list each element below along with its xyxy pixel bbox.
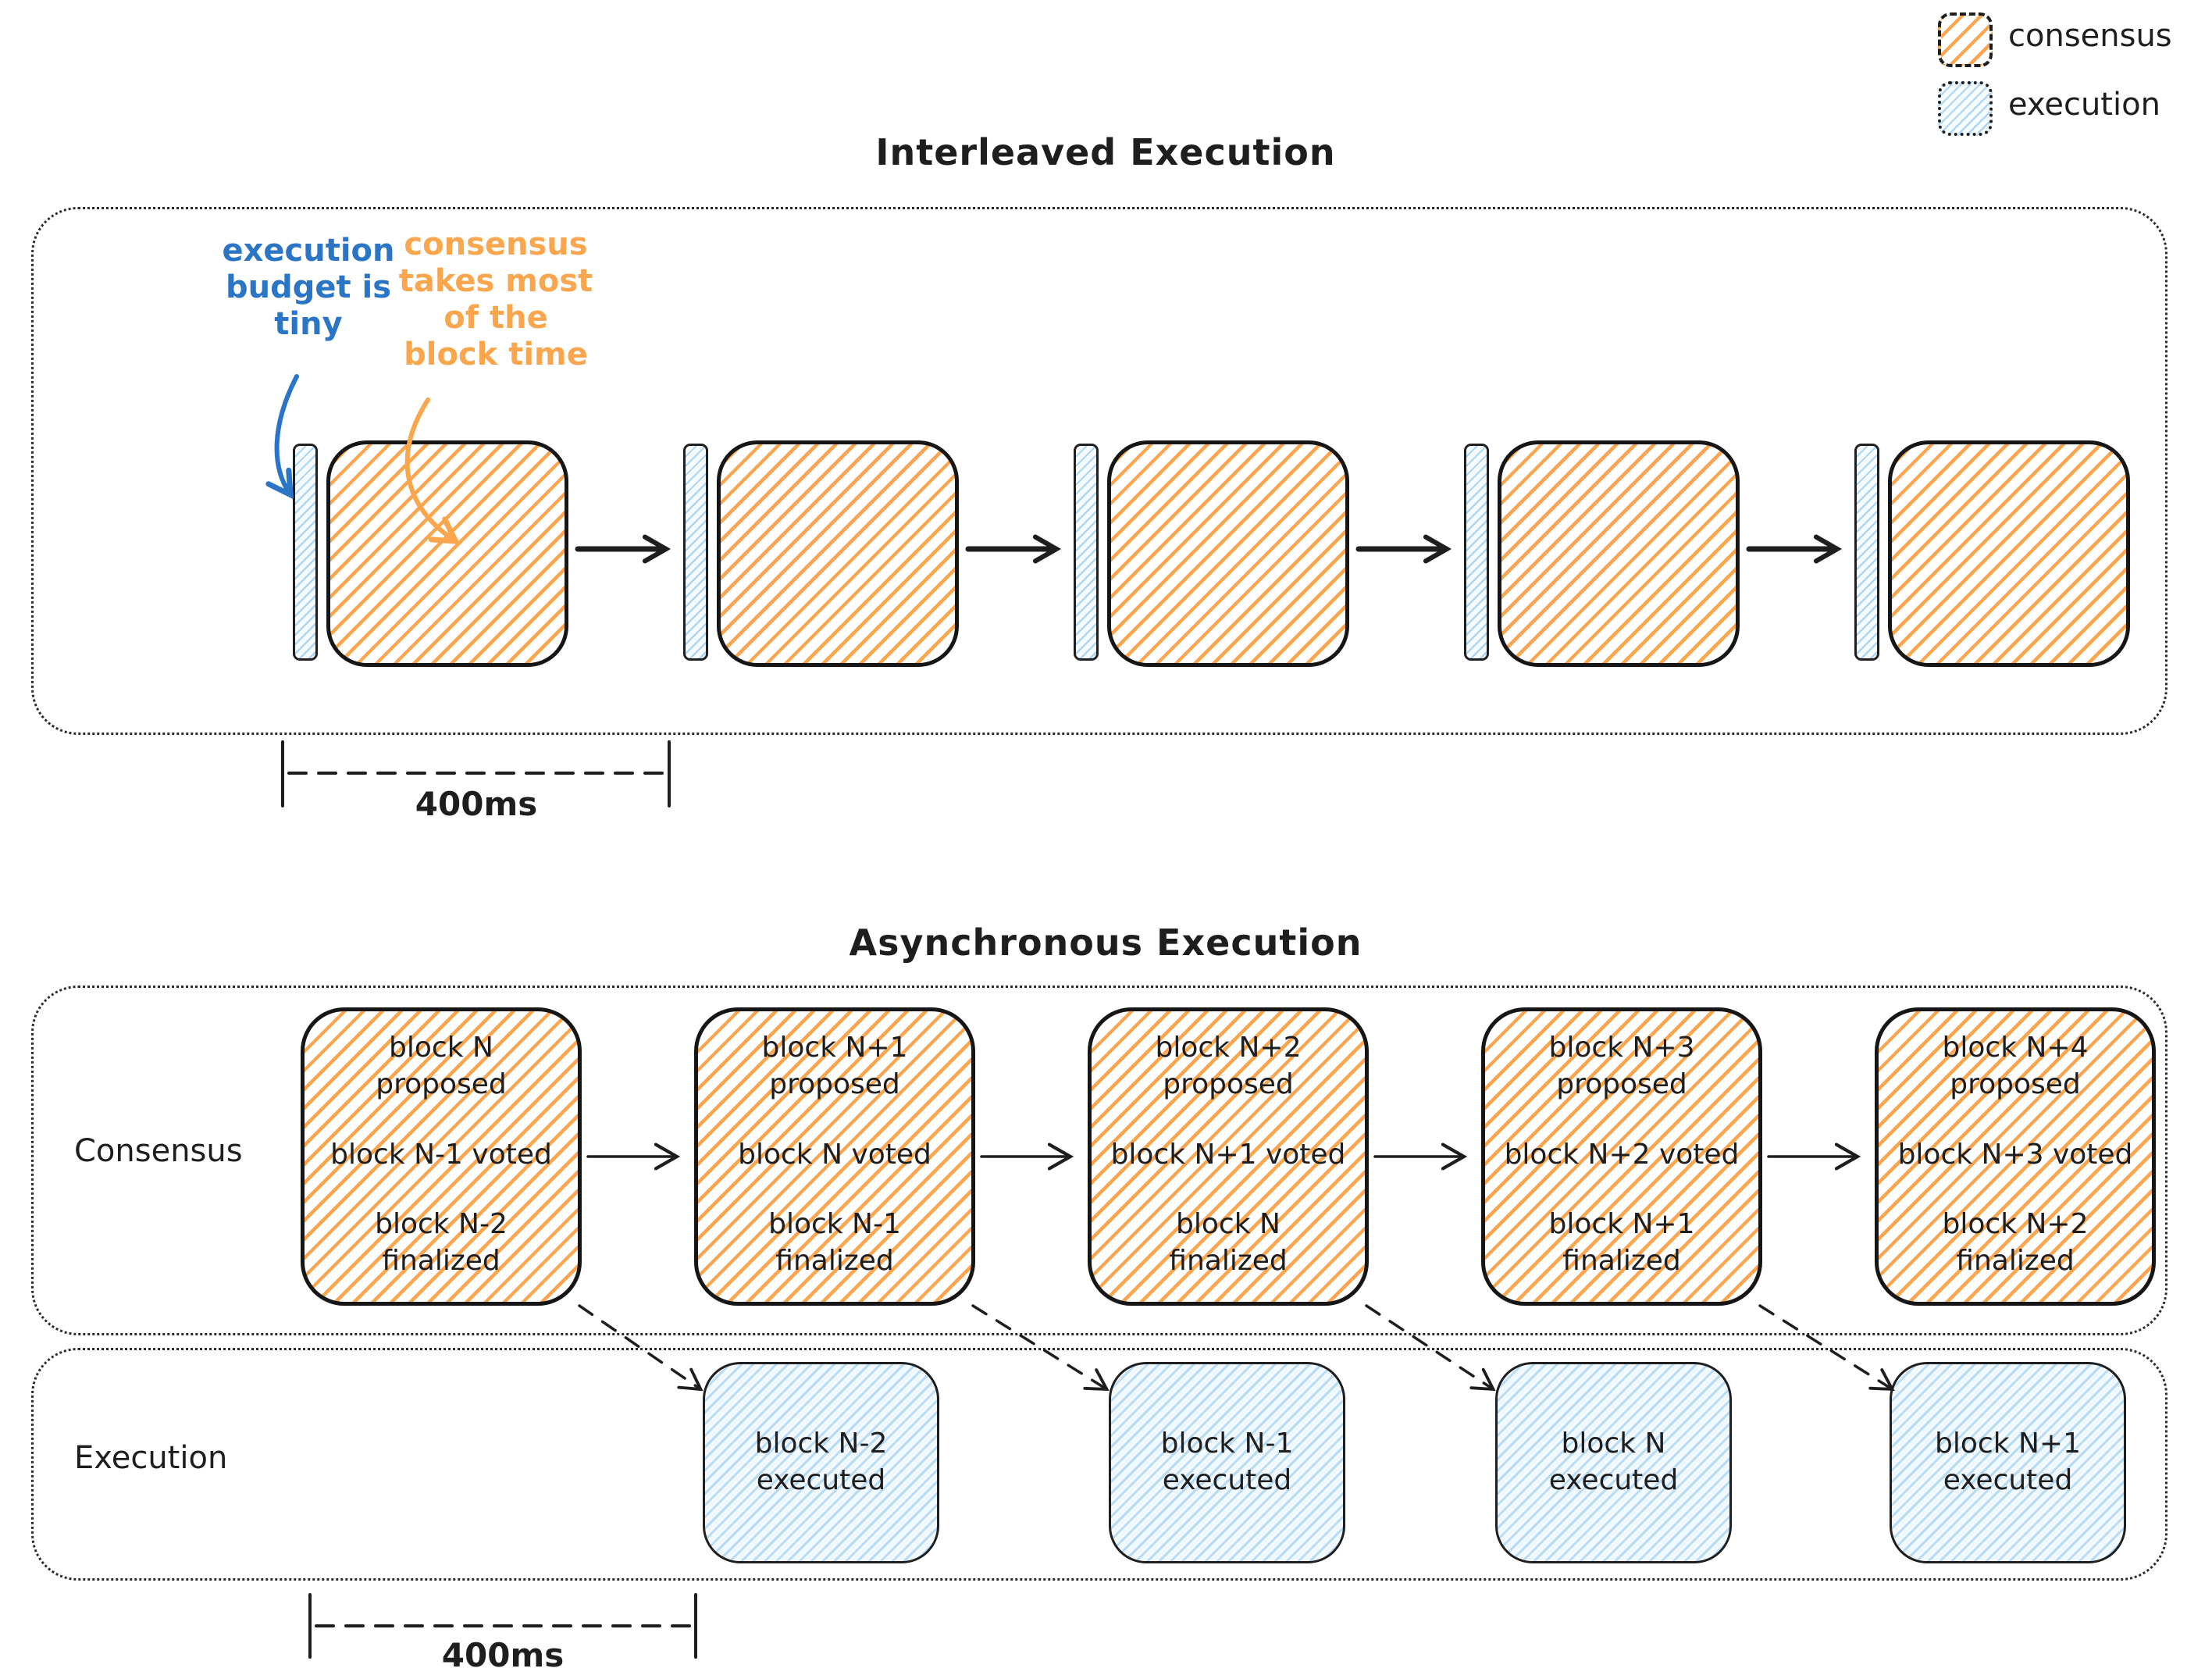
- consensus-block-n3: block N+3 proposed block N+2 voted block…: [1481, 1007, 1762, 1306]
- voted-text: block N voted: [738, 1138, 931, 1171]
- execution-slice-bar: [683, 444, 708, 661]
- execution-slice-bar: [1854, 444, 1879, 661]
- voted-text: block N-1 voted: [330, 1138, 552, 1171]
- interleaved-container: [31, 207, 2167, 735]
- consensus-block: [1888, 440, 2130, 667]
- execution-slice-bar: [1074, 444, 1099, 661]
- consensus-block-n1: block N+1 proposed block N voted block N…: [694, 1007, 975, 1306]
- proposed-text: block N+2 proposed: [1155, 1032, 1302, 1100]
- voted-text: block N+2 voted: [1504, 1138, 1740, 1171]
- finalized-text: block N finalized: [1169, 1208, 1288, 1278]
- execution-row-container: [31, 1348, 2167, 1581]
- proposed-text: block N+3 proposed: [1548, 1032, 1695, 1100]
- consensus-block: [717, 440, 959, 667]
- legend-consensus-swatch: [1938, 12, 1993, 67]
- voted-text: block N+1 voted: [1110, 1138, 1346, 1171]
- interleaved-measure-label: 400ms: [415, 785, 538, 823]
- executed-text: block N+1 executed: [1935, 1428, 2081, 1496]
- asynchronous-title: Asynchronous Execution: [849, 921, 1362, 964]
- consensus-block: [1498, 440, 1740, 667]
- execution-row-label: Execution: [74, 1440, 228, 1476]
- proposed-text: block N+4 proposed: [1942, 1032, 2089, 1100]
- executed-text: block N-2 executed: [754, 1428, 888, 1496]
- finalized-text: block N+2 finalized: [1942, 1208, 2089, 1278]
- execution-slice-bar: [293, 444, 318, 661]
- consensus-block-n4: block N+4 proposed block N+3 voted block…: [1875, 1007, 2156, 1306]
- consensus-time-annotation: consensus takes most of the block time: [398, 226, 593, 373]
- proposed-text: block N proposed: [376, 1032, 507, 1100]
- consensus-row-label: Consensus: [74, 1133, 243, 1169]
- execution-block-n: block N executed: [1495, 1362, 1732, 1563]
- legend-execution-swatch: [1938, 81, 1993, 136]
- legend-execution-label: execution: [2008, 87, 2160, 123]
- voted-text: block N+3 voted: [1897, 1138, 2133, 1171]
- execution-block-n1: block N+1 executed: [1890, 1362, 2126, 1563]
- finalized-text: block N+1 finalized: [1548, 1208, 1695, 1278]
- finalized-text: block N-2 finalized: [375, 1208, 508, 1278]
- consensus-block-n: block N proposed block N-1 voted block N…: [301, 1007, 582, 1306]
- consensus-block: [1107, 440, 1349, 667]
- executed-text: block N executed: [1548, 1428, 1679, 1496]
- interleaved-title: Interleaved Execution: [875, 131, 1336, 173]
- consensus-block: [326, 440, 568, 667]
- consensus-block-n2: block N+2 proposed block N+1 voted block…: [1088, 1007, 1369, 1306]
- execution-block-n-1: block N-1 executed: [1109, 1362, 1345, 1563]
- finalized-text: block N-1 finalized: [768, 1208, 901, 1278]
- asynchronous-measure-label: 400ms: [441, 1636, 565, 1674]
- execution-budget-annotation: execution budget is tiny: [222, 233, 395, 342]
- execution-block-n-2: block N-2 executed: [703, 1362, 939, 1563]
- execution-slice-bar: [1464, 444, 1489, 661]
- executed-text: block N-1 executed: [1160, 1428, 1294, 1496]
- legend-consensus-label: consensus: [2008, 18, 2172, 54]
- proposed-text: block N+1 proposed: [761, 1032, 908, 1100]
